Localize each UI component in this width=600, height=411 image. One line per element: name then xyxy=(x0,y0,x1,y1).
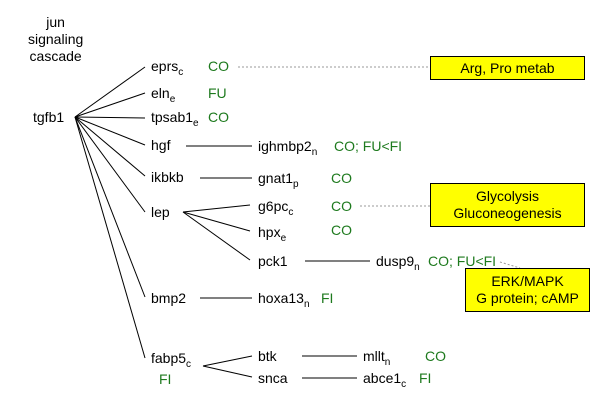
node-tpsab1: tpsab1e xyxy=(151,109,199,128)
annot-ighmbp2: CO; FU<FI xyxy=(334,138,403,154)
gene-name: fabp5 xyxy=(151,350,187,366)
gene-name: bmp2 xyxy=(151,290,187,306)
annot-dusp9: CO; FU<FI xyxy=(428,253,497,269)
node-bmp2: bmp2 xyxy=(151,290,186,306)
edge-tgfb1-lep xyxy=(74,116,146,213)
annot-abce1: FI xyxy=(419,370,432,386)
edge-tgfb1-eprs xyxy=(74,66,146,118)
annot-hoxa13: FI xyxy=(321,290,334,306)
gene-tissue: n xyxy=(384,356,391,368)
gene-tissue: c xyxy=(401,378,407,390)
node-g6pc: g6pcc xyxy=(258,198,293,217)
edge-tgfb1-bmp2 xyxy=(74,116,146,298)
gene-tissue: c xyxy=(186,358,192,370)
gene-name: g6pc xyxy=(258,198,289,214)
gene-name: pck1 xyxy=(258,253,288,269)
gene-name: ighmbp2 xyxy=(258,138,312,154)
gene-name: ikbkb xyxy=(151,169,184,185)
annot-eprs: CO xyxy=(208,58,229,74)
pathway-label: ERK/MAPK xyxy=(491,273,564,289)
gene-tissue: e xyxy=(280,232,287,244)
annot-tpsab1: CO xyxy=(208,109,229,125)
edge-lep-g6pc xyxy=(182,204,251,213)
node-mllt: mlltn xyxy=(363,348,390,367)
node-abce1: abce1c xyxy=(363,370,406,389)
edge-tgfb1-eln xyxy=(74,92,146,118)
node-tgfb1: tgfb1 xyxy=(33,109,65,125)
node-gnat1: gnat1p xyxy=(258,170,299,189)
gene-tissue: n xyxy=(303,298,310,310)
annot-mllt: CO xyxy=(425,348,446,364)
gene-name: hpx xyxy=(258,224,281,240)
pathway-box-glycolysis: Glycolysis Gluconeogenesis xyxy=(430,183,585,227)
pathway-label: Arg, Pro metab xyxy=(460,59,555,76)
gene-name: mllt xyxy=(363,348,385,364)
edge-tgfb1-ikbkb xyxy=(74,116,146,177)
gene-name: snca xyxy=(258,370,288,386)
title-line: signaling xyxy=(28,31,84,47)
gene-tissue: p xyxy=(293,178,299,190)
node-eln: elne xyxy=(151,85,175,104)
pathway-box-erk: ERK/MAPK G protein; cAMP xyxy=(465,268,590,312)
node-fabp5: fabp5c xyxy=(151,350,191,369)
node-ikbkb: ikbkb xyxy=(151,169,184,185)
gene-name: lep xyxy=(151,204,170,220)
gene-name: hoxa13 xyxy=(258,290,304,306)
gene-name: btk xyxy=(258,348,277,364)
node-hoxa13: hoxa13n xyxy=(258,290,310,309)
gene-name: abce1 xyxy=(363,370,402,386)
gene-tissue: e xyxy=(193,117,199,129)
annot-eln: FU xyxy=(208,85,227,101)
node-eprs: eprsc xyxy=(151,58,183,77)
edge-lep-hpx xyxy=(182,211,251,232)
gene-name: eprs xyxy=(151,58,179,74)
annot-hpx: CO xyxy=(331,222,352,238)
pathway-label: G protein; cAMP xyxy=(476,290,579,306)
diagram-title: jun signaling cascade xyxy=(28,14,83,65)
link-dusp9-erk xyxy=(499,261,521,269)
gene-tissue: c xyxy=(288,206,294,218)
gene-name: hgf xyxy=(151,137,171,153)
title-line: cascade xyxy=(29,48,82,64)
pathway-box-arg-pro: Arg, Pro metab xyxy=(430,56,585,80)
gene-name: tpsab1 xyxy=(151,109,194,125)
annot-fabp5: FI xyxy=(159,371,172,387)
node-hgf: hgf xyxy=(151,137,170,153)
gene-tissue: c xyxy=(178,66,184,78)
edge-tgfb1-fabp5 xyxy=(74,116,146,359)
annot-gnat1: CO xyxy=(331,170,352,186)
gene-tissue: e xyxy=(169,93,176,105)
gene-name: eln xyxy=(151,85,170,101)
gene-tissue: n xyxy=(311,146,318,158)
edge-fabp5-snca xyxy=(202,365,253,378)
gene-tissue: n xyxy=(414,261,420,273)
edge-tgfb1-hgf xyxy=(74,116,146,146)
node-dusp9: dusp9n xyxy=(376,253,420,272)
gene-name: gnat1 xyxy=(258,170,294,186)
gene-name: dusp9 xyxy=(376,253,415,269)
node-pck1: pck1 xyxy=(258,253,288,269)
edge-tgfb1-tpsab1 xyxy=(74,116,146,119)
node-lep: lep xyxy=(151,204,170,220)
annot-g6pc: CO xyxy=(331,198,352,214)
pathway-label: Gluconeogenesis xyxy=(453,205,562,221)
node-hpx: hpxe xyxy=(258,224,286,243)
pathway-label: Glycolysis xyxy=(475,188,539,204)
edge-lep-pck1 xyxy=(182,211,251,261)
edge-fabp5-btk xyxy=(202,355,253,367)
node-ighmbp2: ighmbp2n xyxy=(258,138,317,157)
node-btk: btk xyxy=(258,348,277,364)
node-snca: snca xyxy=(258,370,288,386)
title-line: jun xyxy=(46,14,65,30)
